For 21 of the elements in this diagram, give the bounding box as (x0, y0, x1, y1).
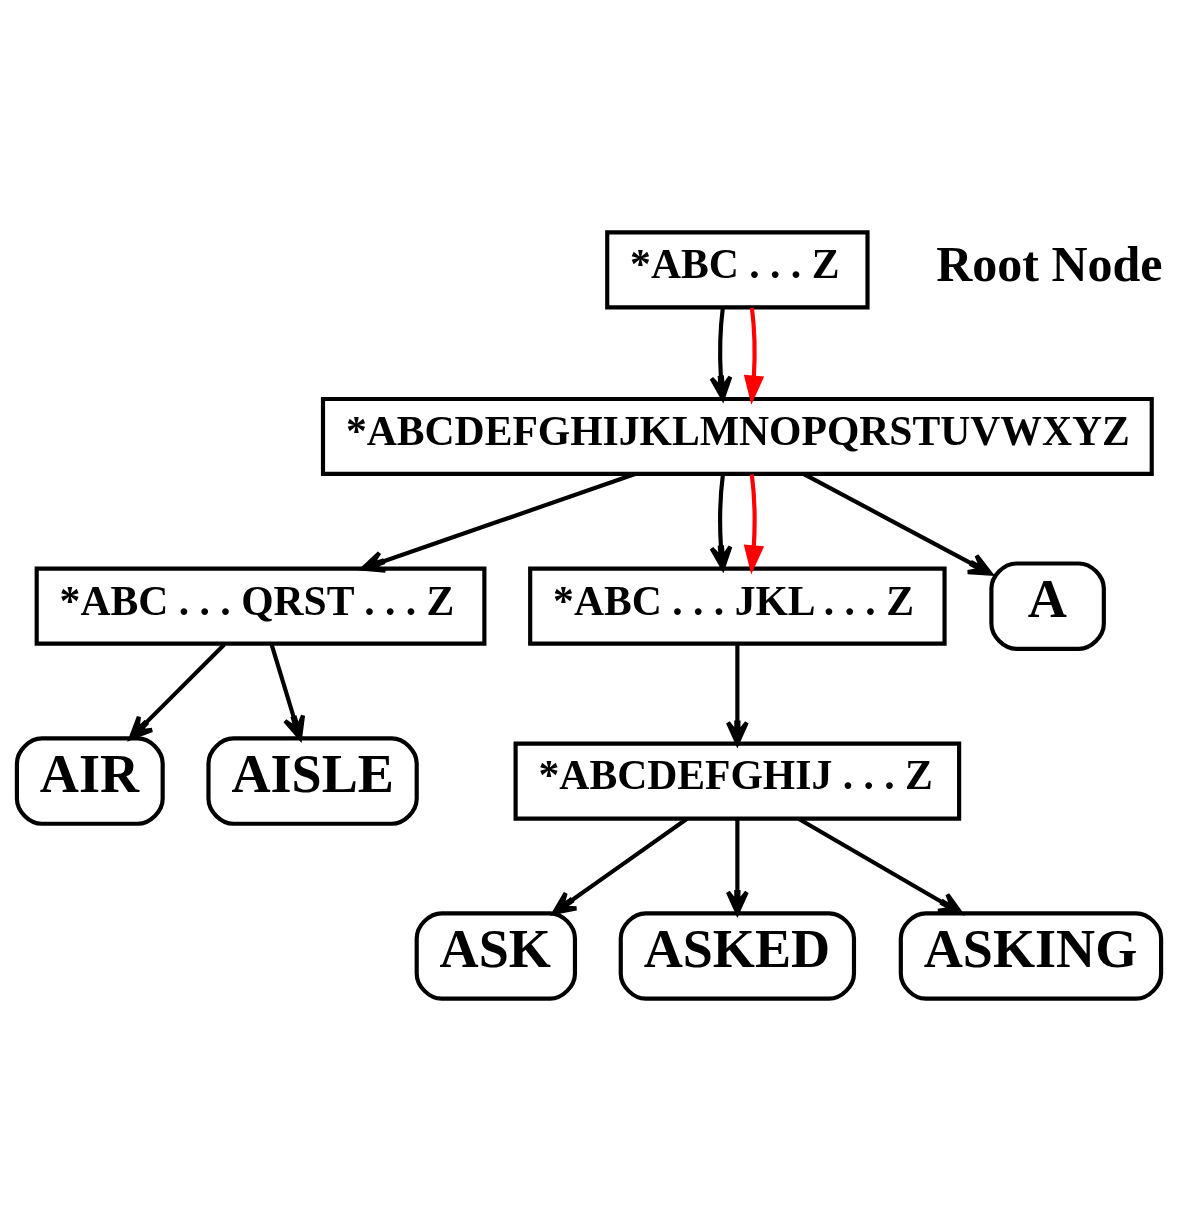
arrow (269, 643, 306, 740)
node-box: AISLE (206, 735, 419, 826)
arrow (360, 471, 636, 573)
node-box: *ABCDEFGHIJKLMNOPQRSTUVWXYZ (320, 396, 1154, 476)
node-box: *ABC . . . QRST . . . Z (34, 566, 487, 646)
node-box: *ABCDEFGHIJ . . . Z (513, 741, 962, 821)
arrow (128, 642, 226, 740)
node-box: ASKING (898, 910, 1164, 1001)
node-box: *ABC . . . JKL . . . Z (528, 566, 947, 646)
node-box: ASKED (618, 910, 857, 1001)
node-box: *ABC . . . Z (605, 229, 870, 309)
arrow (725, 818, 749, 915)
arrow (797, 816, 963, 915)
arrow (743, 307, 765, 405)
node-box: A (989, 560, 1106, 651)
node-label: Root Node (936, 235, 1163, 292)
arrow (743, 473, 765, 574)
arrow (802, 471, 993, 576)
arrow (709, 307, 733, 401)
node-box: ASK (414, 910, 578, 1001)
node-box: AIR (14, 735, 165, 826)
